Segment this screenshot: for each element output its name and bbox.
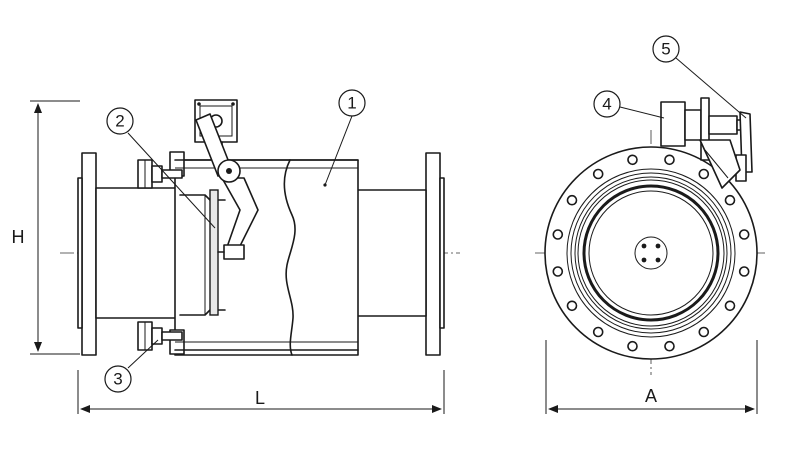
- bolt-hole: [664, 154, 675, 166]
- right-pipe: [354, 189, 427, 317]
- callout-2-number: 2: [115, 112, 124, 131]
- callout-1: 1: [324, 89, 366, 186]
- callout-5: 5: [652, 35, 747, 119]
- right-flange: [425, 152, 441, 356]
- bolt-hole: [592, 168, 604, 180]
- valve-housing: [174, 159, 359, 356]
- bolt-holes: [552, 154, 750, 352]
- bottom-bolt: [137, 321, 183, 351]
- bolt-hole: [566, 194, 578, 206]
- bolt-hole: [552, 229, 564, 240]
- callout-1-number: 1: [347, 94, 356, 113]
- bolt-hole: [552, 266, 564, 277]
- callout-4-number: 4: [602, 95, 611, 114]
- outer-flange-circle: [544, 146, 758, 360]
- bolt-hole: [698, 326, 710, 338]
- bolt-hole: [627, 340, 638, 352]
- section-break-line: [283, 159, 296, 356]
- front-view: [535, 97, 765, 375]
- bolt-hole: [724, 300, 736, 312]
- bolt-hole: [738, 266, 750, 277]
- bolt-hole: [738, 229, 750, 240]
- dimension-h: H: [12, 100, 80, 355]
- top-bolt: [137, 159, 183, 189]
- dimension-l-label: L: [255, 388, 265, 408]
- bolt-hole: [698, 168, 710, 180]
- bolt-hole: [566, 300, 578, 312]
- left-pipe: [95, 187, 181, 319]
- center-holes: [641, 243, 661, 263]
- side-view: [60, 99, 460, 356]
- bolt-hole: [592, 326, 604, 338]
- dimension-a: A: [545, 340, 758, 414]
- lever-arm: [195, 113, 259, 260]
- callout-2: 2: [106, 107, 216, 229]
- left-flange: [81, 152, 97, 356]
- dimension-a-label: A: [645, 386, 657, 406]
- callout-3: 3: [104, 339, 159, 393]
- valve-disc: [209, 189, 219, 316]
- bolt-hole: [664, 340, 675, 352]
- front-actuator: [660, 97, 753, 189]
- callout-3-number: 3: [113, 370, 122, 389]
- dimension-l: L: [77, 370, 445, 414]
- callout-4: 4: [593, 90, 665, 119]
- bolt-hole: [724, 194, 736, 206]
- callout-5-number: 5: [661, 40, 670, 59]
- inner-bore-ring: [582, 184, 720, 322]
- bolt-hole: [627, 154, 638, 166]
- dimension-h-label: H: [12, 227, 25, 247]
